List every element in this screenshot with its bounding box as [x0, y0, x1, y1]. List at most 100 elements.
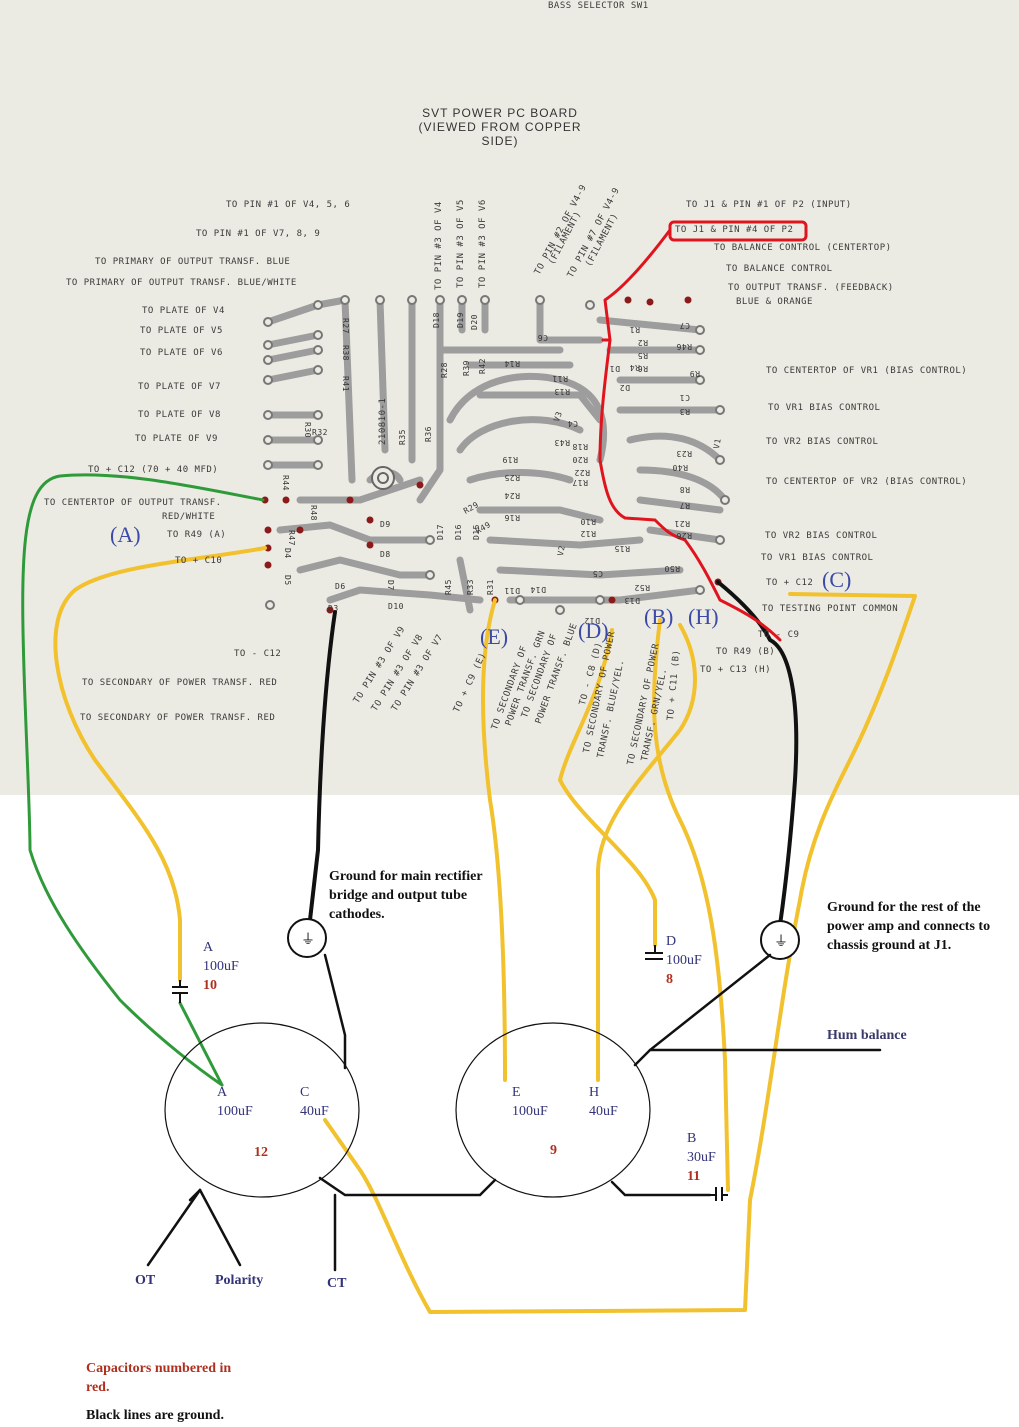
board-title-line2: (VIEWED FROM COPPER SIDE)	[418, 120, 582, 148]
component-label-d5: D5	[283, 575, 292, 586]
component-label-r5: R5	[637, 351, 648, 360]
component-label-c4: C4	[567, 419, 578, 428]
component-label-r32: R32	[312, 428, 328, 437]
left-label: TO PLATE OF V9	[135, 434, 218, 444]
component-label-r39: R39	[462, 360, 471, 376]
left-label: TO PIN #1 OF V4, 5, 6	[226, 200, 351, 210]
component-label-r46: R46	[676, 342, 692, 351]
can12-c-value: 40uF	[300, 1104, 329, 1119]
component-label-d17: D17	[436, 524, 445, 540]
component-label-r17: R17	[572, 478, 588, 487]
can9-number: 9	[550, 1143, 557, 1158]
hum-balance-label: Hum balance	[827, 1028, 907, 1043]
terminal-ct: CT	[327, 1276, 347, 1291]
can12-a-value: 100uF	[217, 1104, 253, 1119]
component-label-d1: D1	[609, 364, 620, 373]
right-label: TO J1 & PIN #1 OF P2 (INPUT)	[686, 200, 852, 210]
ground-note-rectifier: Ground for main rectifier bridge and out…	[329, 869, 483, 922]
component-label-r16: R16	[504, 513, 520, 522]
component-label-d16: D16	[454, 524, 463, 540]
can12-number: 12	[254, 1145, 268, 1160]
component-label-c1: C1	[679, 393, 690, 402]
component-label-r18: R18	[572, 442, 588, 451]
cap-d-value: 100uF	[666, 953, 702, 968]
left-label: TO PLATE OF V7	[138, 382, 221, 392]
right-label: TO CENTERTOP OF VR1 (BIAS CONTROL)	[766, 366, 968, 376]
component-label-r22: R22	[574, 468, 590, 477]
left-label: TO R49 (A)	[167, 530, 227, 540]
can9-e-value: 100uF	[512, 1104, 548, 1119]
component-label-c6: C6	[537, 333, 548, 342]
component-label-r50: R50	[664, 564, 680, 573]
component-label-d13: D13	[624, 596, 640, 605]
right-label: TO BALANCE CONTROL	[726, 264, 833, 274]
left-label: TO + C12 (70 + 40 MFD)	[88, 465, 219, 475]
component-label-d8: D8	[380, 550, 391, 559]
right-label-highlighted: TO J1 & PIN #4 OF P2	[675, 225, 794, 235]
component-label-d10: D10	[388, 602, 404, 611]
can9-h-letter: H	[589, 1085, 600, 1100]
component-label-r26: R26	[676, 531, 692, 540]
component-label-r41: R41	[341, 376, 350, 392]
component-label-d2: D2	[619, 383, 630, 392]
cap-b-value: 30uF	[687, 1150, 716, 1165]
cap-d-label: D 100uF 8	[666, 932, 702, 989]
cap-a-value: 100uF	[203, 959, 239, 974]
left-label: TO PIN #1 OF V7, 8, 9	[196, 229, 321, 239]
component-label-v2: V2	[556, 544, 567, 557]
terminal-polarity: Polarity	[215, 1273, 264, 1288]
right-label: TO + C13 (H)	[700, 665, 772, 675]
component-label-r30: R30	[303, 422, 312, 438]
right-label: TO VR2 BIAS CONTROL	[765, 531, 878, 541]
component-label-r7: R7	[679, 501, 690, 510]
right-label: BLUE & ORANGE	[736, 297, 813, 307]
can9-h-value: 40uF	[589, 1104, 618, 1119]
component-label-r38: R38	[341, 345, 350, 361]
cap-d-letter: D	[666, 934, 677, 949]
left-label: TO PRIMARY OF OUTPUT TRANSF. BLUE	[95, 257, 291, 267]
component-label-r35: R35	[398, 429, 407, 445]
component-label-r44: R44	[281, 475, 290, 491]
component-label-r45: R45	[444, 579, 453, 595]
cap-a-number: 10	[203, 978, 217, 993]
component-label-r52: R52	[634, 583, 650, 592]
black-lines-note: Black lines are ground.	[86, 1408, 224, 1423]
component-label-r14: R14	[504, 359, 520, 368]
can9-section-h: H 40uF	[589, 1083, 618, 1121]
can12-c-letter: C	[300, 1085, 310, 1100]
cap-d-number: 8	[666, 972, 673, 987]
component-label-r12: R12	[580, 529, 596, 538]
marker-c: (C)	[822, 567, 852, 592]
component-label-d19: D19	[456, 312, 465, 328]
left-label: TO SECONDARY OF POWER TRANSF. RED	[82, 678, 278, 688]
bass-selector-label: BASS SELECTOR SW1	[548, 1, 649, 11]
component-label-r33: R33	[466, 579, 475, 595]
left-label: TO SECONDARY OF POWER TRANSF. RED	[80, 713, 276, 723]
component-label-d14: D14	[530, 585, 546, 594]
left-label: TO CENTERTOP OF OUTPUT TRANSF.	[44, 498, 222, 508]
component-label-d20: D20	[470, 314, 479, 330]
component-label-r28: R28	[440, 362, 449, 378]
marker-e: (E)	[480, 624, 509, 649]
right-label: TO VR1 BIAS CONTROL	[768, 403, 881, 413]
right-label: TO TESTING POINT COMMON	[762, 604, 899, 614]
ground-note-chassis: Ground for the rest of the power amp and…	[827, 900, 991, 953]
right-label: TO VR2 BIAS CONTROL	[766, 437, 879, 447]
component-label-r19: R19	[502, 455, 518, 464]
can9-e-letter: E	[512, 1085, 521, 1100]
part-number: 210810-1	[378, 397, 388, 445]
component-label-r1: R1	[629, 325, 640, 334]
left-label: TO PRIMARY OF OUTPUT TRANSF. BLUE/WHITE	[66, 278, 297, 288]
left-label: TO + C10	[175, 556, 223, 566]
cap-b-label: B 30uF 11	[687, 1129, 716, 1186]
component-label-r40: R40	[672, 463, 688, 472]
marker-a: (A)	[110, 522, 141, 547]
component-label-v1: V1	[712, 437, 723, 450]
marker-h: (H)	[688, 604, 719, 629]
component-label-r21: R21	[674, 519, 690, 528]
board-title-line1: SVT POWER PC BOARD	[422, 106, 578, 120]
right-label: TO CENTERTOP OF VR2 (BIAS CONTROL)	[766, 477, 968, 487]
component-label-r15: R15	[614, 544, 630, 553]
